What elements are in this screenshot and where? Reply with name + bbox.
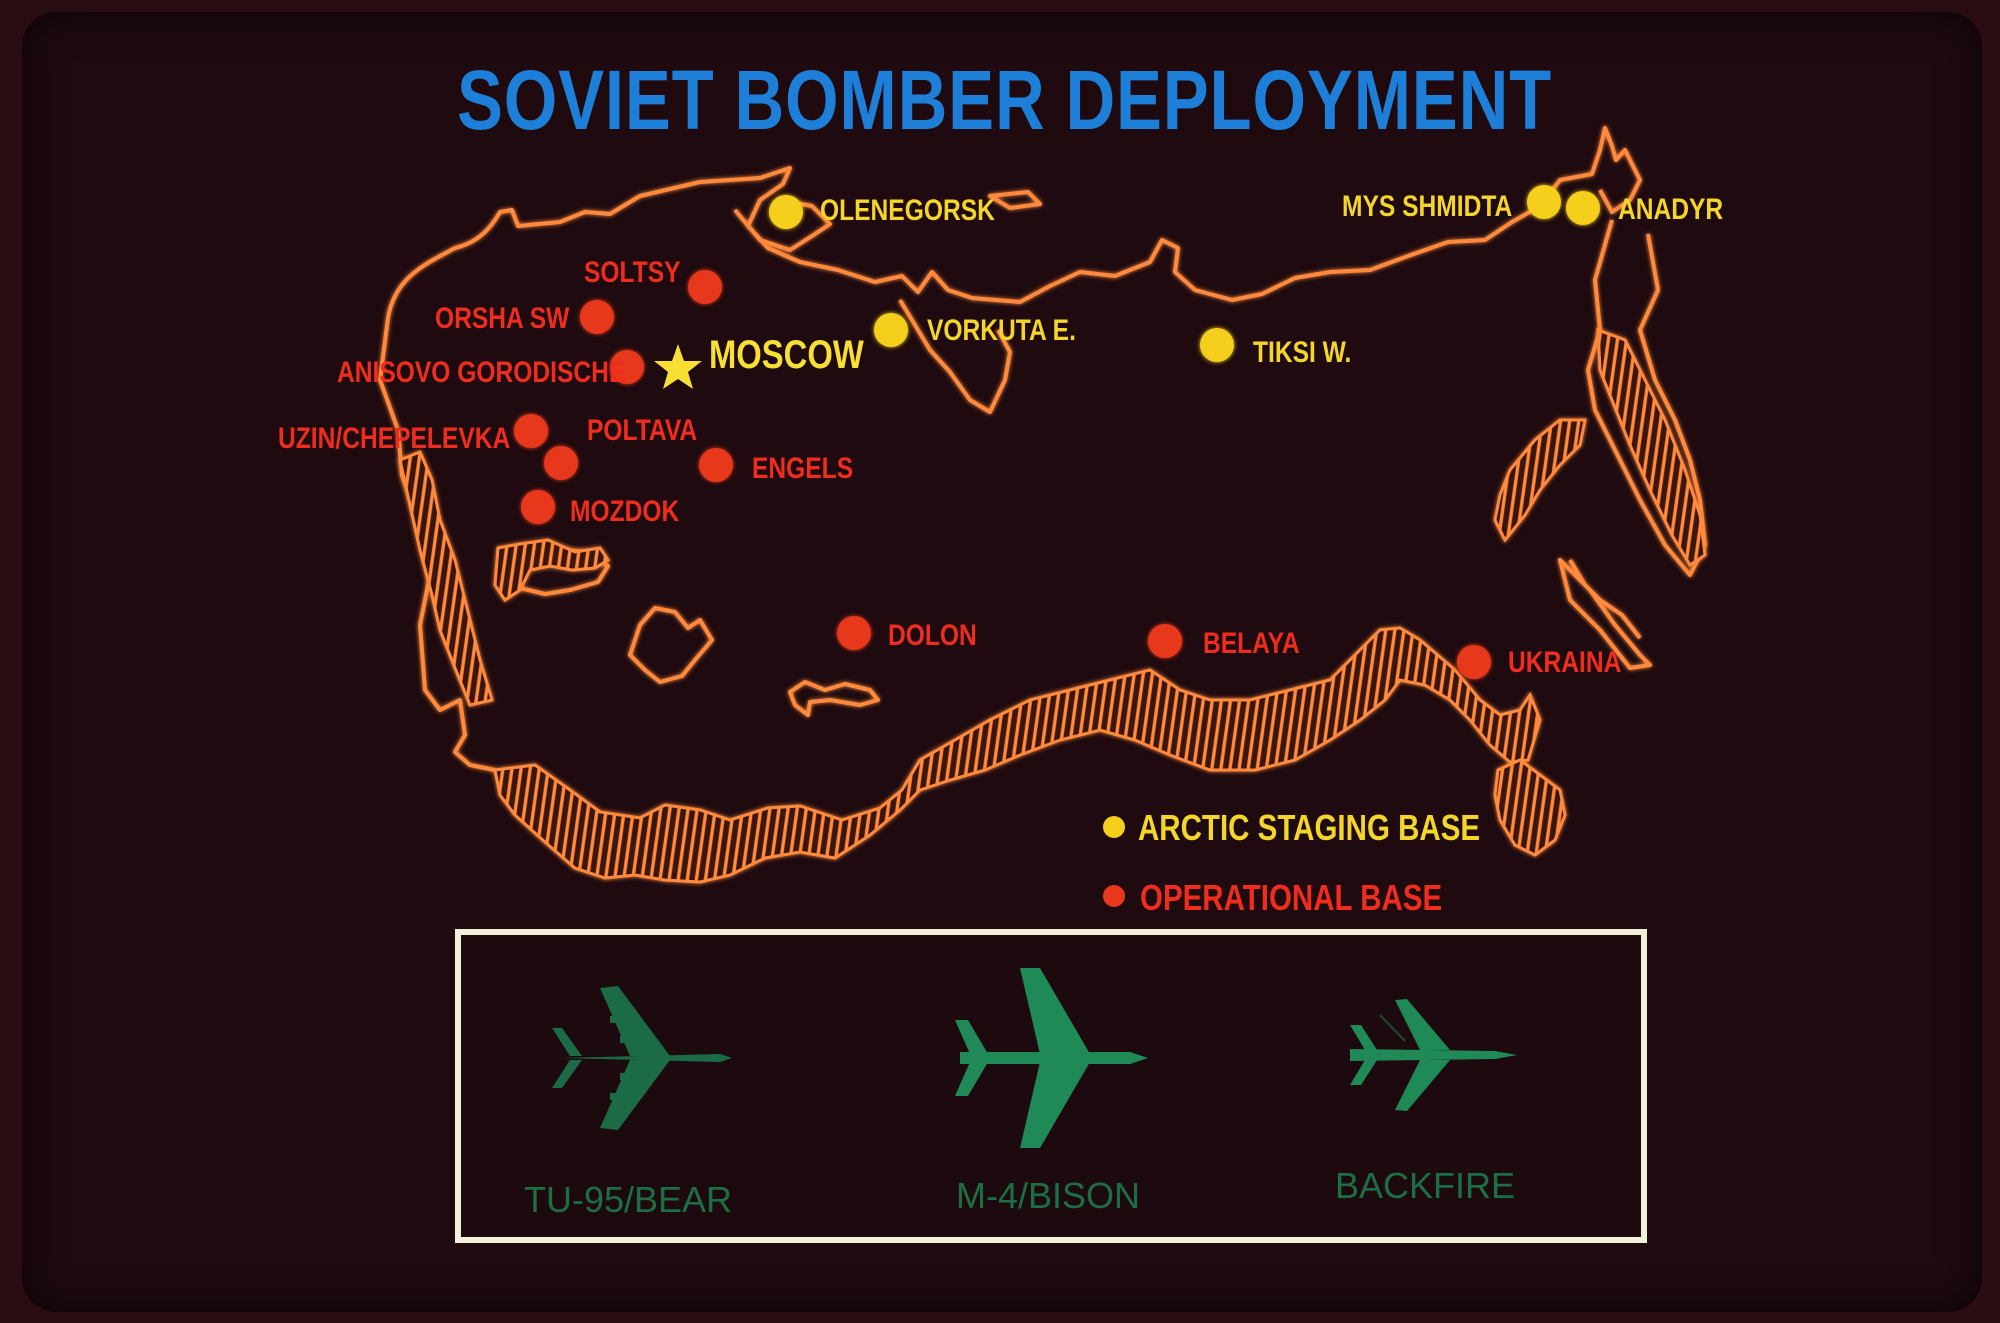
okhotsk-band bbox=[1493, 418, 1587, 543]
base-dot-mozdok bbox=[521, 490, 555, 524]
aircraft-label-bison: M-4/BISON bbox=[956, 1175, 1140, 1216]
base-dot-orsha bbox=[580, 300, 614, 334]
caspian-sea bbox=[628, 606, 714, 684]
label-orsha: ORSHA SW bbox=[435, 301, 569, 335]
base-dot-engels bbox=[699, 448, 733, 482]
base-dot-mys-shmidta bbox=[1527, 185, 1561, 219]
backfire-bomber-icon bbox=[1350, 999, 1517, 1111]
label-ukraina: UKRAINA bbox=[1508, 645, 1622, 679]
bison-bomber-icon bbox=[955, 968, 1148, 1148]
base-dot-belaya bbox=[1148, 624, 1182, 658]
base-dot-tiksi bbox=[1200, 328, 1234, 362]
coastline-east bbox=[1586, 219, 1707, 577]
base-dot-soltsy bbox=[688, 270, 722, 304]
label-tiksi: TIKSI W. bbox=[1253, 335, 1351, 369]
label-poltava: POLTAVA bbox=[587, 413, 697, 447]
label-belaya: BELAYA bbox=[1203, 626, 1300, 660]
label-mozdok: MOZDOK bbox=[570, 494, 679, 528]
bear-bomber-icon bbox=[552, 986, 732, 1130]
legend-arctic-dot bbox=[1103, 816, 1125, 838]
coastline-west bbox=[378, 317, 496, 772]
base-dot-anisovo bbox=[610, 350, 644, 384]
base-dot-dolon bbox=[837, 616, 871, 650]
page-title: SOVIET BOMBER DEPLOYMENT bbox=[456, 53, 1553, 147]
base-dot-vorkuta bbox=[874, 313, 908, 347]
novaya-zemlya bbox=[988, 190, 1042, 210]
map-legend: ARCTIC STAGING BASE OPERATIONAL BASE bbox=[1103, 807, 1480, 918]
star-icon bbox=[654, 344, 702, 389]
label-moscow: MOSCOW bbox=[709, 332, 864, 377]
label-anadyr: ANADYR bbox=[1618, 192, 1723, 226]
label-mys-shmidta: MYS SHMIDTA bbox=[1342, 189, 1512, 223]
aircraft-label-backfire: BACKFIRE bbox=[1335, 1165, 1515, 1206]
label-olenegorsk: OLENEGORSK bbox=[820, 193, 995, 227]
far-east-band bbox=[1493, 758, 1567, 857]
kamchatka-band bbox=[1596, 327, 1707, 568]
coastline-sakhalin bbox=[1558, 558, 1652, 670]
southern-border-band bbox=[493, 626, 1542, 884]
label-soltsy: SOLTSY bbox=[584, 255, 681, 289]
label-engels: ENGELS bbox=[752, 451, 853, 485]
base-dot-poltava bbox=[544, 446, 578, 480]
base-dot-olenegorsk bbox=[769, 195, 803, 229]
label-vorkuta: VORKUTA E. bbox=[927, 313, 1076, 347]
base-dot-anadyr bbox=[1566, 191, 1600, 225]
label-uzin: UZIN/CHEPELEVKA bbox=[278, 421, 510, 455]
legend-operational-label: OPERATIONAL BASE bbox=[1140, 877, 1442, 917]
label-anisovo: ANISOVO GORODISCHE bbox=[337, 355, 625, 389]
legend-operational-dot bbox=[1103, 885, 1125, 907]
aircraft-label-bear: TU-95/BEAR bbox=[524, 1179, 732, 1220]
legend-arctic-label: ARCTIC STAGING BASE bbox=[1138, 807, 1480, 847]
kola-peninsula bbox=[733, 198, 832, 252]
base-dot-ukraina bbox=[1457, 645, 1491, 679]
caucasus-band bbox=[493, 538, 611, 603]
base-dot-uzin bbox=[514, 414, 548, 448]
aral-sea bbox=[788, 680, 880, 717]
yamal-inlet bbox=[898, 298, 1012, 414]
coastline-north bbox=[386, 126, 1642, 319]
label-dolon: DOLON bbox=[888, 618, 977, 652]
amur-river bbox=[1568, 558, 1642, 640]
western-border-band bbox=[398, 450, 494, 707]
